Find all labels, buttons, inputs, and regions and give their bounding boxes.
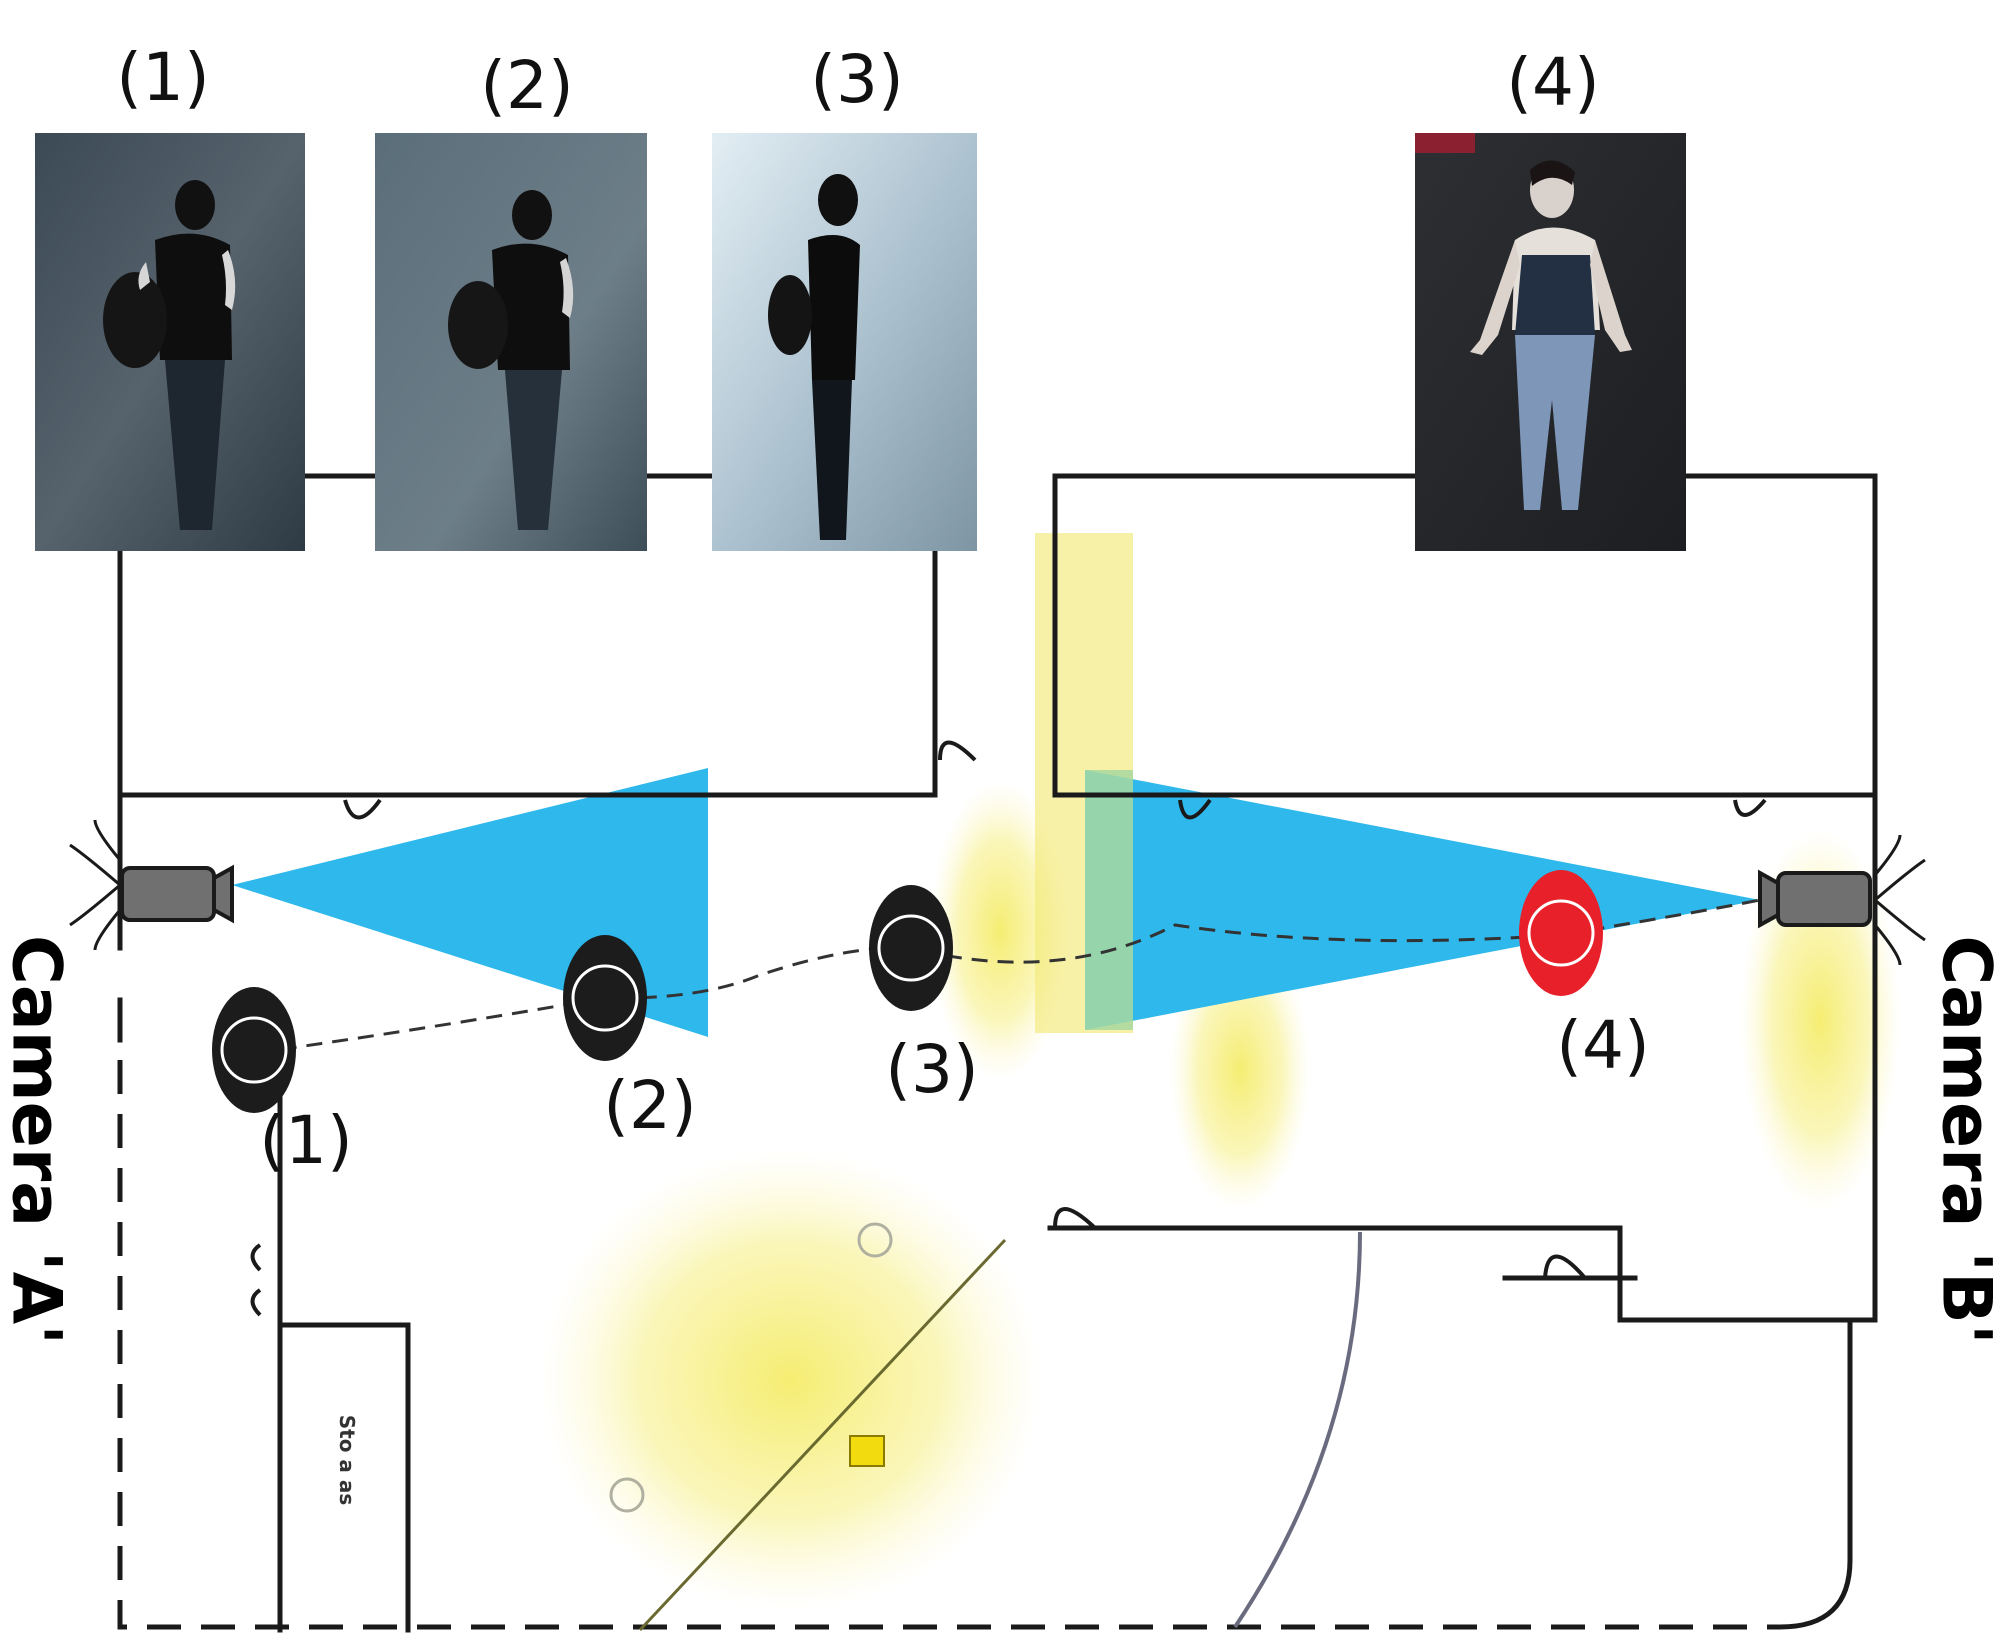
target-person-marker bbox=[1519, 870, 1603, 996]
camera-b-field-of-view bbox=[1085, 770, 1760, 1030]
marker-label-1: (1) bbox=[259, 1102, 353, 1179]
light-glow bbox=[540, 1150, 1040, 1610]
door-arc bbox=[1543, 1254, 1587, 1280]
thumbnail-label-2: (2) bbox=[480, 47, 574, 124]
person-marker-ring bbox=[877, 914, 945, 982]
person-marker-ring bbox=[1527, 899, 1595, 967]
person-marker bbox=[212, 987, 296, 1113]
wall bbox=[1052, 473, 1878, 798]
camera-mount-icon bbox=[1873, 834, 1926, 966]
fixture-circle bbox=[609, 1477, 645, 1513]
fixture-circle bbox=[857, 1222, 893, 1258]
person-marker-ring bbox=[220, 1016, 288, 1084]
thumbnail-label-4: (4) bbox=[1506, 44, 1600, 121]
security-camera-icon bbox=[120, 866, 216, 922]
door-arc bbox=[1733, 798, 1767, 817]
person-marker-ring bbox=[571, 964, 639, 1032]
room-plate: Sto a as bbox=[335, 1415, 359, 1506]
door-arc bbox=[1178, 798, 1212, 820]
room-plate-text: Sto a as bbox=[335, 1415, 359, 1506]
pedestrian-photo-icon bbox=[768, 174, 860, 540]
floor-plan-walls bbox=[117, 473, 1878, 1633]
pedestrian-photo-icon bbox=[1470, 160, 1632, 510]
marker-label-2: (2) bbox=[603, 1067, 697, 1144]
thumbnail-4 bbox=[1415, 133, 1686, 551]
thumbnail-3 bbox=[712, 133, 977, 551]
security-camera-icon bbox=[1776, 871, 1872, 927]
wall bbox=[1052, 473, 1418, 798]
boundary-dashed bbox=[117, 1060, 1780, 1630]
person-marker-2 bbox=[563, 935, 647, 1061]
person-marker bbox=[869, 885, 953, 1011]
swing-arc bbox=[1233, 1231, 1362, 1629]
camera-lens-icon bbox=[1758, 869, 1780, 929]
person-marker-4 bbox=[1519, 870, 1603, 996]
thumbnail-sign bbox=[1415, 133, 1475, 153]
thumbnail-label-1: (1) bbox=[116, 39, 210, 116]
wall bbox=[277, 1322, 411, 1633]
door-arc bbox=[250, 1243, 262, 1272]
thumbnail-1 bbox=[35, 133, 305, 551]
camera-a-label: Camera 'A' bbox=[0, 935, 75, 1345]
door-arc bbox=[938, 740, 977, 762]
light-beam-overlap bbox=[1085, 770, 1133, 1030]
camera-b-label: Camera 'B' bbox=[1926, 935, 2004, 1344]
marker-label-4: (4) bbox=[1556, 1007, 1650, 1084]
person-marker-1 bbox=[212, 987, 296, 1113]
wall bbox=[1777, 1317, 1853, 1630]
person-marker bbox=[563, 935, 647, 1061]
wall bbox=[1047, 1225, 1878, 1323]
pedestrian-photo-icon bbox=[448, 190, 574, 530]
sensor-square bbox=[849, 1435, 885, 1467]
pedestrian-photo-icon bbox=[103, 180, 236, 530]
camera-lens-icon bbox=[212, 864, 234, 924]
stair-line bbox=[638, 1238, 1007, 1632]
marker-label-3: (3) bbox=[885, 1031, 979, 1108]
door-symbols bbox=[250, 740, 1767, 1317]
camera-b bbox=[1758, 834, 1926, 966]
thumbnail-label-3: (3) bbox=[810, 41, 904, 118]
door-arc bbox=[1053, 1207, 1097, 1230]
door-arc bbox=[250, 1288, 262, 1317]
light-glows bbox=[540, 533, 1900, 1610]
wall bbox=[117, 542, 938, 798]
camera-mount-icon bbox=[69, 819, 122, 951]
thumbnail-2 bbox=[375, 133, 647, 551]
person-marker-3 bbox=[869, 885, 953, 1011]
door-arc bbox=[343, 798, 382, 820]
camera-a bbox=[69, 819, 234, 951]
